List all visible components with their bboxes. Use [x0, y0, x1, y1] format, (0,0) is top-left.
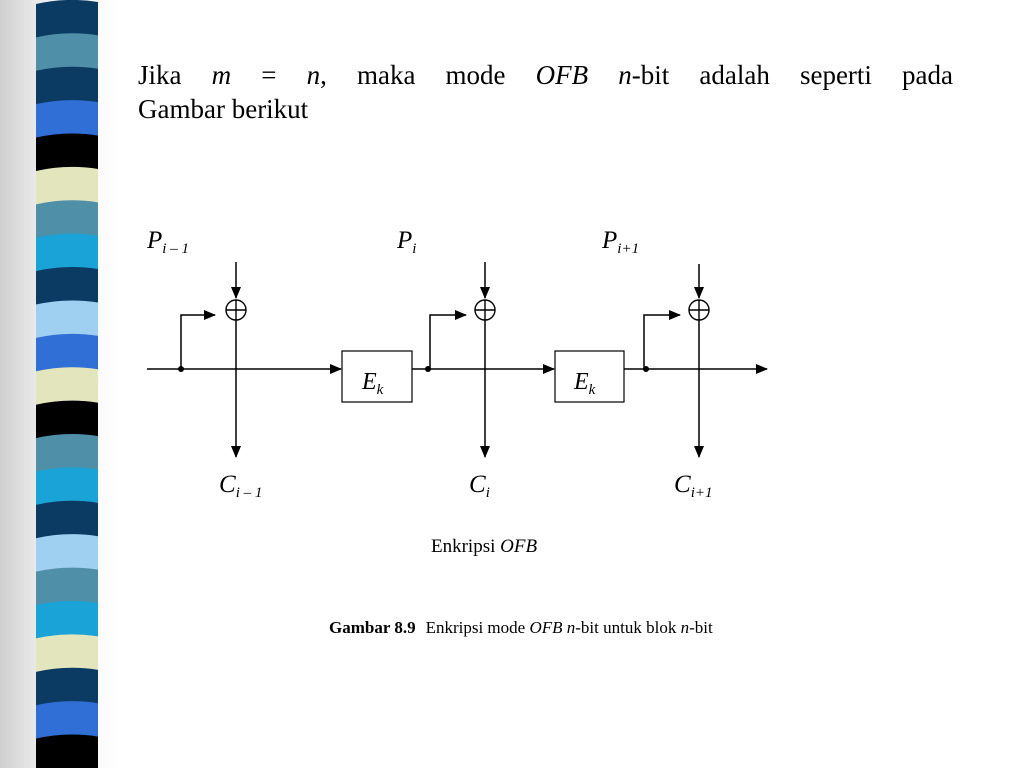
plaintext-label-2: Pi — [396, 227, 416, 257]
stripe-segment — [36, 467, 98, 506]
stripe-segment — [36, 267, 98, 306]
stripe-segment — [36, 701, 98, 740]
xor-icon — [225, 299, 247, 321]
xor-icon — [474, 299, 496, 321]
ciphertext-label-1: Ci – 1 — [219, 471, 262, 501]
plaintext-label-3: Pi+1 — [601, 227, 639, 257]
slide-heading: Jika m = n, maka mode OFB n-bit adalah s… — [138, 58, 953, 126]
stripe-segment — [36, 600, 98, 640]
plaintext-label-1: Pi – 1 — [146, 227, 189, 257]
branch-line-2 — [429, 310, 467, 369]
figure-number: Gambar 8.9 — [329, 618, 416, 637]
stripe-segment — [36, 500, 98, 540]
heading-line-1: Jika m = n, maka mode OFB n-bit adalah s… — [138, 60, 954, 90]
stripe-segment — [36, 367, 98, 406]
branch-line-1 — [180, 310, 216, 369]
xor-icon — [688, 299, 710, 321]
stripe-segment — [36, 33, 98, 72]
branch-line-3 — [643, 310, 681, 369]
stripe-segment — [36, 734, 98, 768]
stripe-segment — [36, 567, 98, 607]
heading-line-2: Gambar berikut — [138, 94, 309, 124]
stripe-segment — [36, 66, 98, 106]
stripe-segment — [36, 333, 98, 373]
stripe-segment — [36, 434, 98, 473]
stripe-segment — [36, 233, 98, 273]
stripe-segment — [36, 133, 98, 172]
stripe-segment — [36, 634, 98, 673]
stripe-segment — [36, 300, 98, 339]
ciphertext-label-3: Ci+1 — [674, 471, 712, 501]
stripe-segment — [36, 400, 98, 440]
encrypt-block-label-2: Ek — [573, 369, 596, 398]
ciphertext-label-2: Ci — [469, 471, 490, 501]
decorative-stripes — [36, 0, 98, 768]
encrypt-block-1 — [341, 350, 413, 403]
stripe-segment — [36, 534, 98, 573]
encrypt-block-label-1: Ek — [361, 369, 384, 398]
stripe-segment — [36, 200, 98, 239]
stripe-segment — [36, 0, 98, 39]
stripe-segment — [36, 100, 98, 139]
stripe-segment — [36, 667, 98, 707]
encrypt-block-2 — [554, 350, 625, 403]
stripe-segment — [36, 166, 98, 206]
